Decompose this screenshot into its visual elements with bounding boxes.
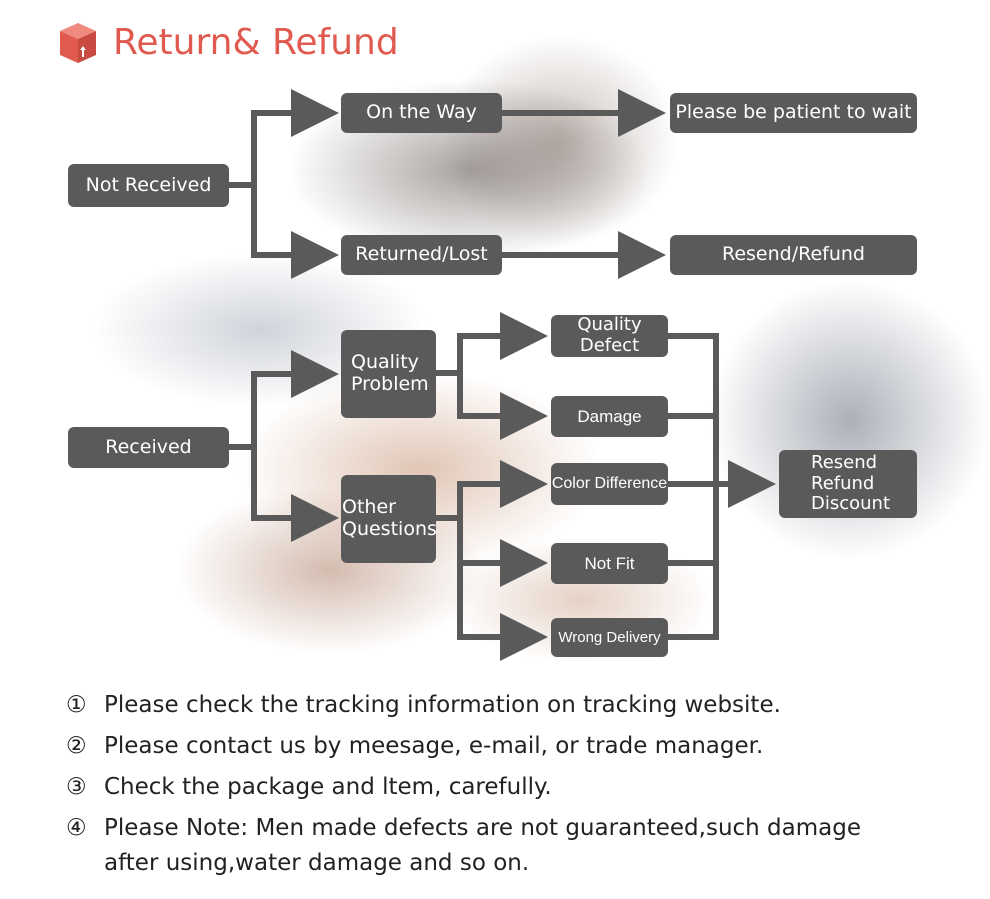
node-quality-problem: Quality Problem <box>341 330 436 418</box>
note-item: ③ Check the package and ltem, carefully. <box>66 770 966 805</box>
node-not-fit: Not Fit <box>551 543 668 584</box>
node-damage: Damage <box>551 396 668 437</box>
node-please-wait: Please be patient to wait <box>670 93 917 133</box>
node-color-difference: Color Difference <box>551 463 668 505</box>
node-not-received: Not Received <box>68 164 229 207</box>
note-number: ④ <box>66 815 87 841</box>
node-resend-refund: Resend/Refund <box>670 235 917 275</box>
note-item: ④ Please Note: Men made defects are not … <box>66 811 966 881</box>
node-wrong-delivery: Wrong Delivery <box>551 618 668 657</box>
note-text: Please contact us by meesage, e-mail, or… <box>104 733 764 759</box>
note-number: ① <box>66 692 87 718</box>
note-item: ① Please check the tracking information … <box>66 688 966 723</box>
note-text: Please Note: Men made defects are not gu… <box>104 815 862 876</box>
notes-list: ① Please check the tracking information … <box>66 688 966 887</box>
note-text: Check the package and ltem, carefully. <box>104 774 552 800</box>
node-on-the-way: On the Way <box>341 93 502 133</box>
node-returned-lost: Returned/Lost <box>341 235 502 275</box>
box-icon <box>60 23 96 63</box>
note-number: ③ <box>66 774 87 800</box>
note-item: ② Please contact us by meesage, e-mail, … <box>66 729 966 764</box>
flowchart-connectors <box>228 89 776 661</box>
node-resend-refund-discount: Resend Refund Discount <box>779 450 917 518</box>
node-other-questions: Other Questions <box>341 475 437 563</box>
node-received: Received <box>68 427 229 468</box>
note-number: ② <box>66 733 87 759</box>
node-quality-defect: Quality Defect <box>551 314 668 357</box>
page-title: Return& Refund <box>113 22 399 63</box>
note-text: Please check the tracking information on… <box>104 692 781 718</box>
